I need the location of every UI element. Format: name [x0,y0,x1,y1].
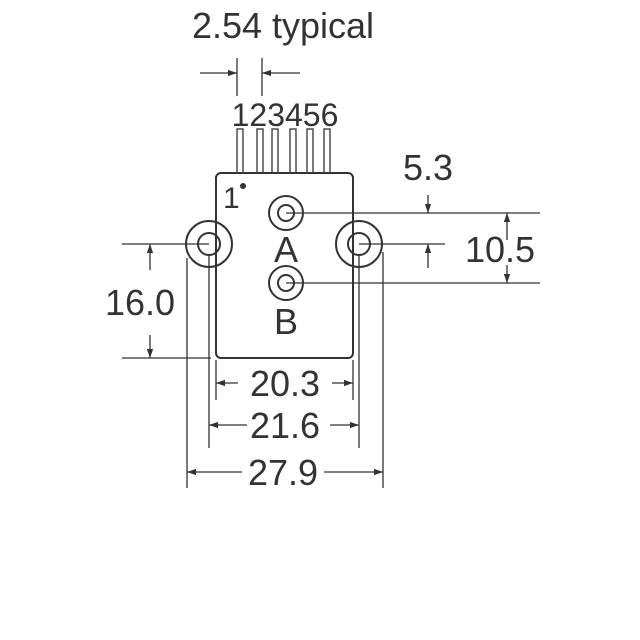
overall-width-dimension [186,252,384,488]
port-a-label: A [274,229,298,270]
overall-width-label: 27.9 [248,452,318,493]
mount-spacing-dimension [208,256,360,448]
mount-height-label: 16.0 [105,282,175,323]
pitch-dimension [200,58,300,96]
body-width-label: 20.3 [250,363,320,404]
pin-numbers: 123456 [232,97,339,133]
pins [236,128,331,174]
port-spacing-label: 10.5 [465,229,535,270]
offset-dimension [286,195,540,268]
pin1-marker: 1 [223,182,240,215]
body-width-dimension [215,360,354,400]
pin1-dot [240,183,246,189]
mount-spacing-label: 21.6 [250,405,320,446]
port-b-label: B [274,301,298,342]
offset-top-label: 5.3 [403,147,453,188]
pitch-label: 2.54 typical [192,5,374,46]
port-spacing-dimension [286,213,540,284]
mount-height-dimension [122,243,211,359]
